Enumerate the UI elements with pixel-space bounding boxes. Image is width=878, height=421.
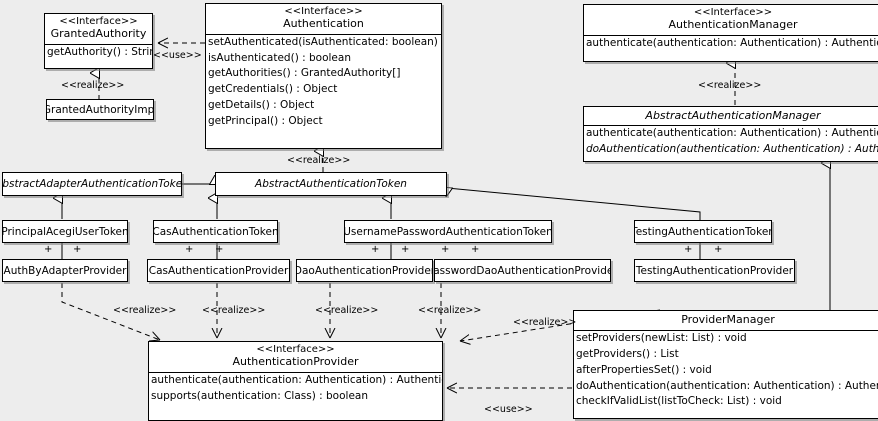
- edge-label-realize-abstract-authentication-token: <<realize>>: [287, 155, 351, 166]
- association-multiplicity: +: [215, 244, 224, 255]
- operations-compartment: setProviders(newList: List) : void getPr…: [574, 331, 878, 410]
- operation: setAuthenticated(isAuthenticated: boolea…: [208, 35, 441, 48]
- class-dao-authentication-provider[interactable]: DaoAuthenticationProvider: [296, 259, 433, 282]
- class-header: <<Interface>> AuthenticationManager: [584, 5, 878, 35]
- class-username-password-authentication-token[interactable]: UsernamePasswordAuthenticationToken: [344, 220, 552, 243]
- operation: getCredentials() : Object: [208, 83, 338, 96]
- association-multiplicity: +: [471, 244, 480, 255]
- class-authentication-provider[interactable]: <<Interface>> AuthenticationProvider aut…: [148, 341, 443, 421]
- operation: authenticate(authentication: Authenticat…: [586, 126, 878, 139]
- operations-compartment: authenticate(authentication: Authenticat…: [584, 126, 878, 158]
- operation: checkIfValidList(listToCheck: List) : vo…: [576, 395, 782, 408]
- class-name: GrantedAuthorityImpl: [46, 103, 154, 116]
- class-principal-acegi-user-token[interactable]: PrincipalAcegiUserToken: [2, 220, 128, 243]
- class-granted-authority[interactable]: <<Interface>> GrantedAuthority getAuthor…: [44, 13, 153, 69]
- edge-label-realize-abstract-authentication-manager: <<realize>>: [698, 80, 762, 91]
- operation: supports(authentication: Class) : boolea…: [151, 389, 368, 402]
- edge-label-realize-auth-by-adapter-provider: <<realize>>: [113, 305, 177, 316]
- operation: doAuthentication(authentication: Authent…: [576, 379, 878, 392]
- stereotype-label: <<Interface>>: [284, 6, 363, 17]
- class-cas-authentication-token[interactable]: CasAuthenticationToken: [153, 220, 278, 243]
- association-multiplicity: +: [441, 244, 450, 255]
- class-name: ProviderManager: [681, 313, 775, 326]
- class-name: GrantedAuthority: [50, 26, 147, 40]
- association-multiplicity: +: [371, 244, 380, 255]
- class-header: <<Interface>> AuthenticationProvider: [149, 342, 442, 372]
- edge-label-realize-cas-authentication-provider: <<realize>>: [202, 305, 266, 316]
- class-name: AbstractAuthenticationToken: [255, 178, 407, 190]
- class-authentication[interactable]: <<Interface>> Authentication setAuthenti…: [205, 3, 442, 149]
- class-name: CasAuthenticationProvider: [148, 264, 289, 277]
- class-name: CasAuthenticationToken: [153, 225, 278, 238]
- class-provider-manager[interactable]: ProviderManager setProviders(newList: Li…: [573, 310, 878, 419]
- stereotype-label: <<Interface>>: [59, 16, 138, 27]
- class-name: PasswordDaoAuthenticationProvider: [434, 264, 611, 277]
- association-multiplicity: +: [73, 244, 82, 255]
- class-name: Authentication: [283, 16, 364, 30]
- operation: authenticate(authentication: Authenticat…: [151, 373, 443, 386]
- operation: getAuthorities() : GrantedAuthority[]: [208, 67, 401, 80]
- class-header: ProviderManager: [574, 311, 878, 330]
- association-multiplicity: +: [714, 244, 723, 255]
- association-multiplicity: +: [401, 244, 410, 255]
- class-name: AuthenticationManager: [668, 17, 798, 31]
- operations-compartment: getAuthority() : String: [45, 45, 152, 61]
- class-testing-authentication-provider[interactable]: TestingAuthenticationProvider: [634, 259, 795, 282]
- divider: [584, 34, 878, 36]
- divider: [45, 43, 152, 45]
- class-cas-authentication-provider[interactable]: CasAuthenticationProvider: [147, 259, 290, 282]
- class-name: TestingAuthenticationProvider: [635, 264, 794, 277]
- class-abstract-adapter-authentication-token[interactable]: AbstractAdapterAuthenticationToken: [2, 172, 182, 196]
- operation: getDetails() : Object: [208, 99, 315, 112]
- association-multiplicity: +: [684, 244, 693, 255]
- operations-compartment: authenticate(authentication: Authenticat…: [584, 36, 878, 52]
- operation: getProviders() : List: [576, 347, 679, 360]
- class-name: AuthenticationProvider: [232, 354, 359, 368]
- operation: isAuthenticated() : boolean: [208, 51, 351, 64]
- class-name: PrincipalAcegiUserToken: [2, 225, 128, 238]
- edge-label-realize-testing-authentication-provider: <<realize>>: [513, 317, 577, 328]
- association-multiplicity: +: [44, 244, 53, 255]
- operation: getAuthority() : String: [47, 45, 153, 58]
- operation: getPrincipal() : Object: [208, 115, 323, 128]
- class-name: TestingAuthenticationToken: [634, 225, 772, 238]
- class-header: <<Interface>> GrantedAuthority: [45, 14, 152, 44]
- class-name: UsernamePasswordAuthenticationToken: [344, 225, 552, 238]
- class-name: DaoAuthenticationProvider: [296, 264, 433, 277]
- divider: [574, 329, 878, 331]
- operation: afterPropertiesSet() : void: [576, 363, 712, 376]
- edge-label-use-granted-authority: <<use>>: [153, 50, 202, 61]
- class-header: AbstractAuthenticationManager: [584, 107, 878, 125]
- class-auth-by-adapter-provider[interactable]: AuthByAdapterProvider: [2, 259, 128, 282]
- class-authentication-manager[interactable]: <<Interface>> AuthenticationManager auth…: [583, 4, 878, 62]
- class-name: AuthByAdapterProvider: [3, 264, 127, 277]
- stereotype-label: <<Interface>>: [693, 7, 773, 18]
- divider: [206, 33, 441, 35]
- class-name: AbstractAdapterAuthenticationToken: [2, 178, 182, 190]
- class-granted-authority-impl[interactable]: GrantedAuthorityImpl: [46, 99, 154, 120]
- operation: setProviders(newList: List) : void: [576, 331, 747, 344]
- class-password-dao-authentication-provider[interactable]: PasswordDaoAuthenticationProvider: [434, 259, 611, 282]
- divider: [584, 124, 878, 126]
- edge-label-realize-password-dao-authentication-provider: <<realize>>: [418, 305, 482, 316]
- operation: doAuthentication(authentication: Authent…: [586, 142, 878, 155]
- operations-compartment: authenticate(authentication: Authenticat…: [149, 373, 442, 405]
- class-header: <<Interface>> Authentication: [206, 4, 441, 34]
- association-multiplicity: +: [185, 244, 194, 255]
- class-abstract-authentication-token[interactable]: AbstractAuthenticationToken: [215, 172, 447, 196]
- edge-label-realize-granted-authority-impl: <<realize>>: [61, 80, 125, 91]
- stereotype-label: <<Interface>>: [256, 344, 335, 355]
- operation: authenticate(authentication: Authenticat…: [586, 36, 878, 49]
- divider: [149, 371, 442, 373]
- edge-label-use-provider-manager: <<use>>: [484, 404, 533, 415]
- operations-compartment: setAuthenticated(isAuthenticated: boolea…: [206, 35, 441, 130]
- edge-label-realize-dao-authentication-provider: <<realize>>: [315, 305, 379, 316]
- class-testing-authentication-token[interactable]: TestingAuthenticationToken: [634, 220, 772, 243]
- class-abstract-authentication-manager[interactable]: AbstractAuthenticationManager authentica…: [583, 106, 878, 162]
- class-name: AbstractAuthenticationManager: [645, 109, 821, 122]
